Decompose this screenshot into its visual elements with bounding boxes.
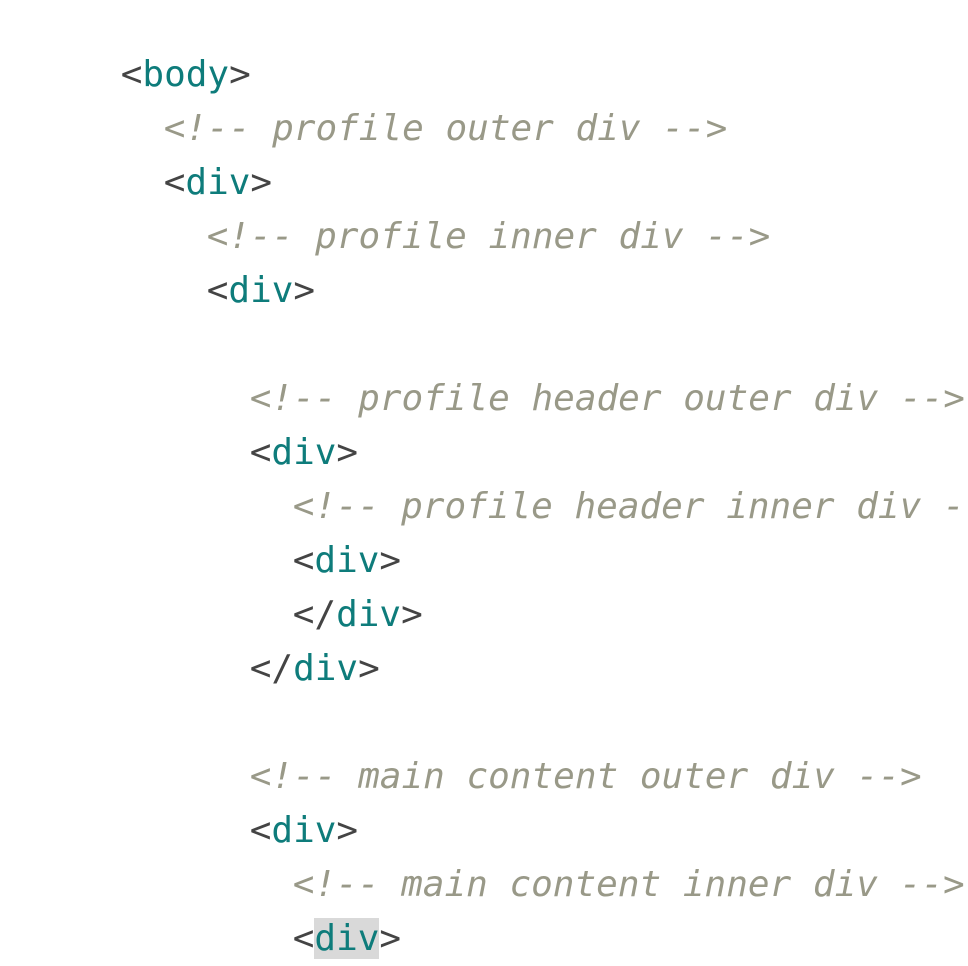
tag-name: div xyxy=(271,810,337,851)
code-line: <div> xyxy=(120,210,315,311)
comment-text: profile header outer div xyxy=(358,378,879,419)
tag-close-bracket: > xyxy=(336,810,359,851)
code-line-comment: <!-- main content inner div --> xyxy=(206,804,965,905)
tag-open-bracket: < xyxy=(292,540,315,581)
code-line-comment: <!-- profile inner div --> xyxy=(120,156,771,257)
code-line: <div> xyxy=(163,750,358,851)
tag-close-bracket: > xyxy=(379,918,402,959)
tag-close-bracket: > xyxy=(379,540,402,581)
tag-open-bracket: < xyxy=(249,810,272,851)
code-line-comment: <!-- profile header outer div --> xyxy=(163,318,965,419)
comment-text: main content outer div xyxy=(358,756,835,797)
code-line-comment: <!-- main content outer div --> xyxy=(163,696,922,797)
tag-name: body xyxy=(142,54,230,95)
tag-close-open-bracket: </ xyxy=(249,648,294,689)
tag-name-highlighted[interactable]: div xyxy=(314,918,380,959)
tag-name: div xyxy=(228,270,294,311)
tag-name: div xyxy=(271,432,337,473)
tag-close-bracket: > xyxy=(401,594,423,635)
code-line: <div> xyxy=(77,102,272,203)
comment-close: --> xyxy=(705,216,771,257)
code-line-comment: <!-- profile header inner div --> xyxy=(206,426,968,527)
tag-open-bracket: < xyxy=(120,54,143,95)
comment-open: <!-- xyxy=(292,864,380,905)
code-line: </div> xyxy=(206,534,423,635)
comment-text: main content inner div xyxy=(401,864,878,905)
tag-name: div xyxy=(293,648,359,689)
code-line: </div> xyxy=(163,588,380,689)
tag-open-bracket: < xyxy=(249,432,272,473)
comment-text: profile outer div xyxy=(272,108,641,149)
comment-close: --> xyxy=(662,108,728,149)
comment-open: <!-- xyxy=(292,486,380,527)
tag-close-bracket: > xyxy=(336,432,359,473)
tag-close-open-bracket: </ xyxy=(292,594,337,635)
comment-close: --> xyxy=(899,864,965,905)
code-line: <body> xyxy=(34,0,251,95)
tag-name: div xyxy=(336,594,402,635)
tag-close-bracket: > xyxy=(358,648,380,689)
comment-open: <!-- xyxy=(249,756,337,797)
tag-close-bracket: > xyxy=(250,162,273,203)
tag-close-bracket: > xyxy=(293,270,316,311)
comment-open: <!-- xyxy=(206,216,294,257)
comment-close: --> xyxy=(942,486,968,527)
code-line: <div> xyxy=(163,372,358,473)
comment-close: --> xyxy=(899,378,965,419)
tag-open-bracket: < xyxy=(292,918,315,959)
code-line-current: <div> xyxy=(206,858,401,959)
tag-name: div xyxy=(185,162,251,203)
tag-close-bracket: > xyxy=(229,54,251,95)
comment-open: <!-- xyxy=(249,378,337,419)
tag-open-bracket: < xyxy=(206,270,229,311)
code-line: <div> xyxy=(206,480,401,581)
code-line-comment: <!-- ... --> xyxy=(249,912,596,966)
comment-text: profile inner div xyxy=(315,216,684,257)
tag-name: div xyxy=(314,540,380,581)
tag-open-bracket: < xyxy=(163,162,186,203)
comment-text: profile header inner div xyxy=(401,486,922,527)
code-line-comment: <!-- profile outer div --> xyxy=(77,48,728,149)
comment-open: <!-- xyxy=(163,108,251,149)
comment-close: --> xyxy=(856,756,922,797)
